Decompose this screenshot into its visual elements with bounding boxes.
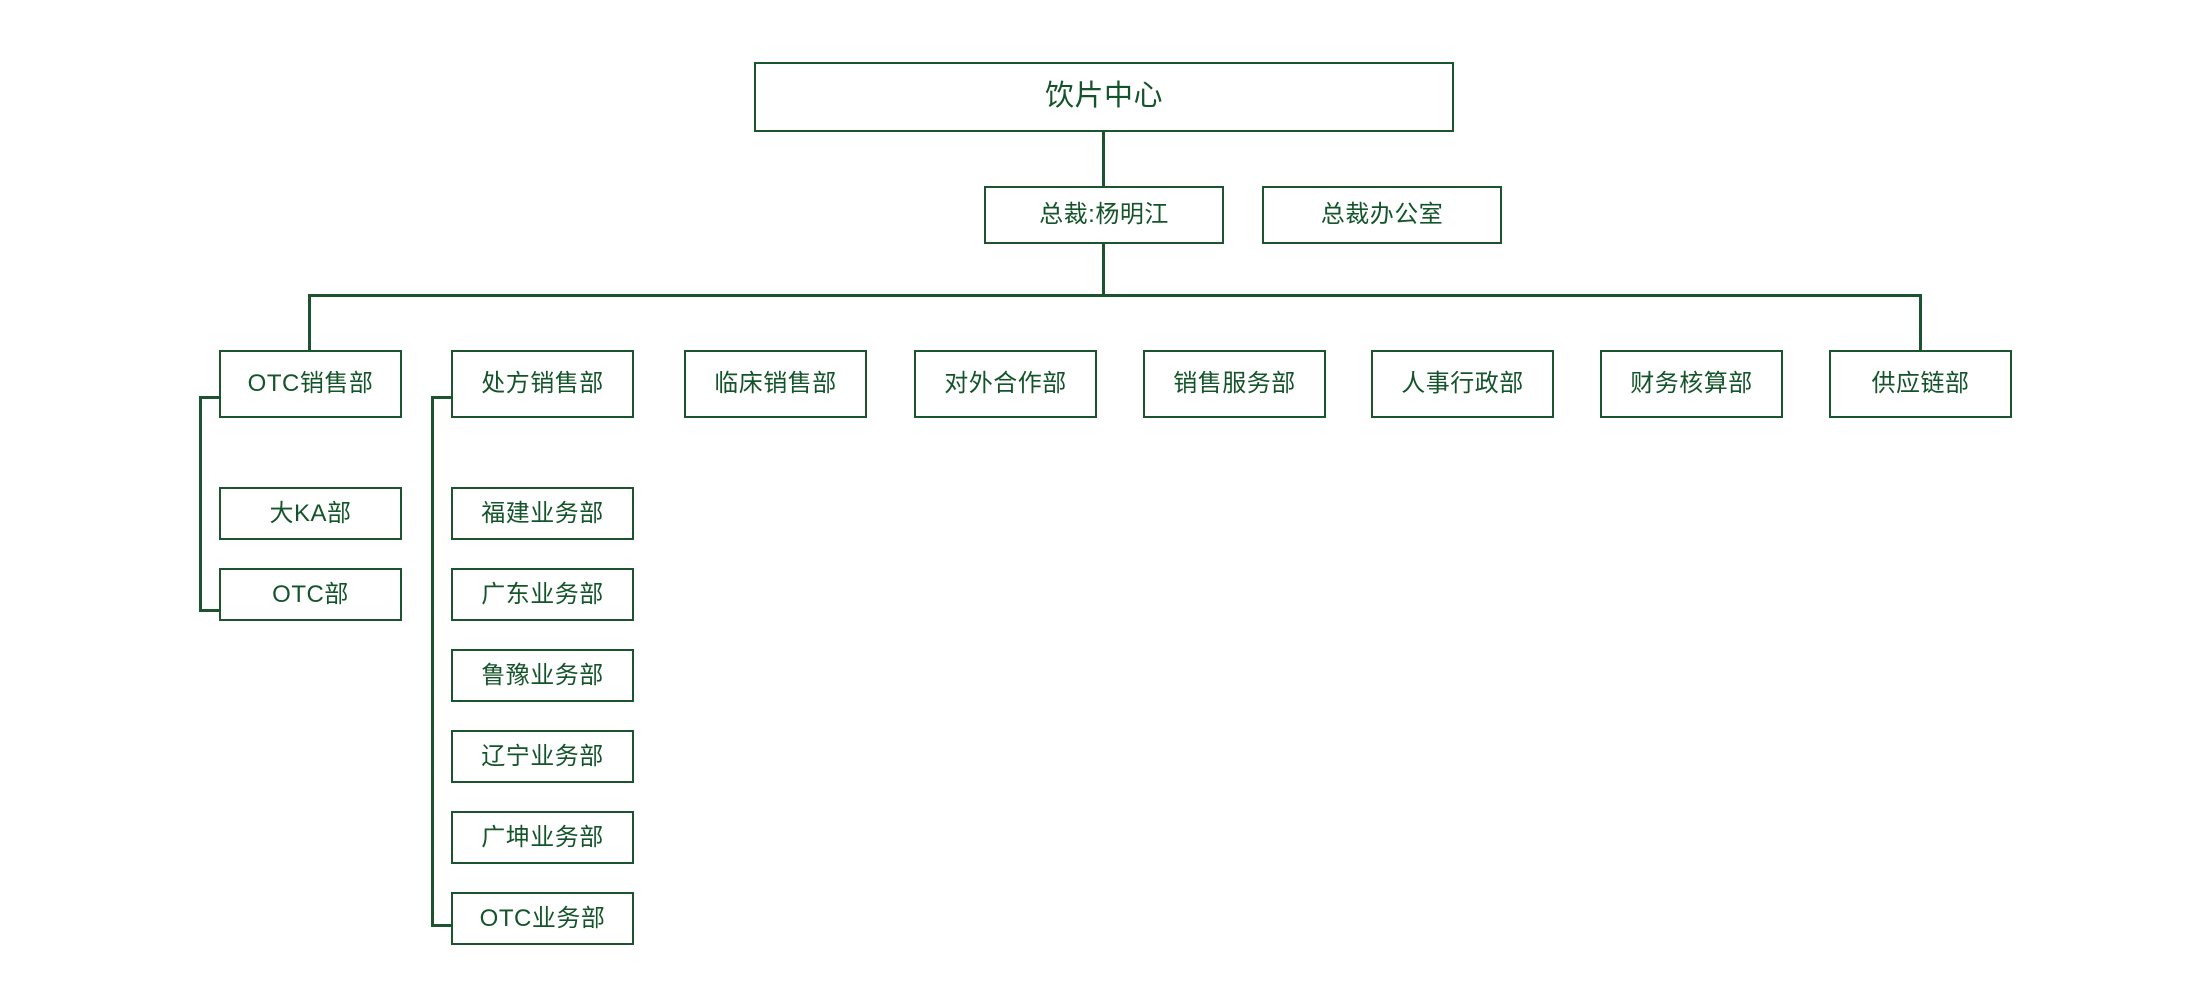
node-sub-otc-biz[interactable]: OTC业务部 — [451, 892, 634, 945]
node-president-office[interactable]: 总裁办公室 — [1262, 186, 1502, 244]
edge-root-to-president — [1102, 132, 1105, 186]
node-sub-fujian[interactable]: 福建业务部 — [451, 487, 634, 540]
node-dept-external-coop[interactable]: 对外合作部 — [914, 350, 1097, 418]
edge-president-to-bus — [1102, 244, 1105, 296]
edge-otc-sales-stub — [199, 396, 219, 399]
node-sub-liaoning[interactable]: 辽宁业务部 — [451, 730, 634, 783]
node-sub-otc-dept[interactable]: OTC部 — [219, 568, 402, 621]
node-dept-sales-service[interactable]: 销售服务部 — [1143, 350, 1326, 418]
node-sub-guangdong[interactable]: 广东业务部 — [451, 568, 634, 621]
node-dept-otc-sales[interactable]: OTC销售部 — [219, 350, 402, 418]
edge-rx-sales-to-otc-biz — [431, 924, 451, 927]
node-dept-finance[interactable]: 财务核算部 — [1600, 350, 1783, 418]
edge-rx-sales-stub — [431, 396, 451, 399]
edge-rx-sales-spine — [431, 396, 434, 927]
node-sub-big-ka[interactable]: 大KA部 — [219, 487, 402, 540]
node-sub-guangkun[interactable]: 广坤业务部 — [451, 811, 634, 864]
edge-department-bus — [308, 294, 1922, 297]
edge-drop-otc-sales — [308, 294, 311, 350]
node-dept-hr-admin[interactable]: 人事行政部 — [1371, 350, 1554, 418]
edge-otc-sales-spine — [199, 396, 202, 612]
node-root-center[interactable]: 饮片中心 — [754, 62, 1454, 132]
node-sub-luyu[interactable]: 鲁豫业务部 — [451, 649, 634, 702]
node-dept-supply-chain[interactable]: 供应链部 — [1829, 350, 2012, 418]
node-dept-clinical-sales[interactable]: 临床销售部 — [684, 350, 867, 418]
node-president[interactable]: 总裁:杨明江 — [984, 186, 1224, 244]
edge-otc-sales-to-otc-dept — [199, 609, 219, 612]
node-dept-rx-sales[interactable]: 处方销售部 — [451, 350, 634, 418]
edge-drop-supply-chain — [1919, 294, 1922, 350]
